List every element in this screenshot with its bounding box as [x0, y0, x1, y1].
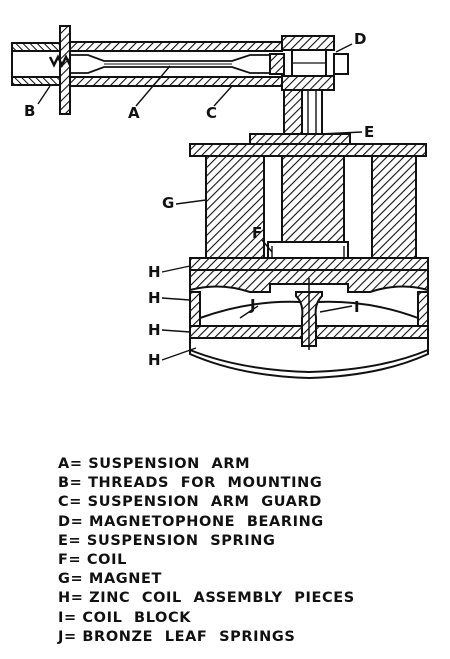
legend-item: F= COIL [58, 551, 127, 568]
label-h-4: H [148, 351, 161, 369]
legend-item: H= ZINC COIL ASSEMBLY PIECES [58, 590, 355, 607]
legend-item: J= BRONZE LEAF SPRINGS [58, 628, 296, 645]
label-h-3: H [148, 321, 161, 339]
label-h-2: H [148, 289, 161, 307]
bronze-leaf-springs [199, 300, 419, 319]
legend-item: D= MAGNETOPHONE BEARING [58, 513, 324, 530]
top-plate [189, 143, 427, 157]
legend-item: A= SUSPENSION ARM [58, 456, 251, 472]
label-f: F [252, 224, 262, 242]
label-a: A [128, 104, 140, 122]
label-h-1: H [148, 263, 161, 281]
label-c: C [206, 104, 217, 122]
mounting-threads [11, 42, 65, 86]
legend-item: G= MAGNET [58, 571, 163, 588]
legend-item: B= THREADS FOR MOUNTING [58, 475, 323, 492]
label-b: B [24, 102, 35, 120]
label-g: G [162, 194, 174, 212]
mounting-flange [59, 25, 71, 115]
label-d: D [354, 30, 366, 48]
legend-item: I= COIL BLOCK [58, 609, 192, 626]
legend-item: C= SUSPENSION ARM GUARD [58, 494, 322, 511]
end-spring [48, 54, 72, 68]
label-i: I [354, 298, 360, 316]
label-e: E [364, 123, 374, 141]
suspension-post [249, 89, 351, 145]
legend: A= SUSPENSION ARM B= THREADS FOR MOUNTIN… [58, 455, 438, 647]
leader-lines [37, 43, 363, 361]
magnetophone-bearing [269, 35, 349, 91]
label-j: J [249, 296, 256, 314]
magnetophone-cross-section: B A C D E G F H H J I H H [11, 25, 429, 380]
legend-item: E= SUSPENSION SPRING [58, 532, 276, 549]
coil-block [295, 278, 323, 350]
